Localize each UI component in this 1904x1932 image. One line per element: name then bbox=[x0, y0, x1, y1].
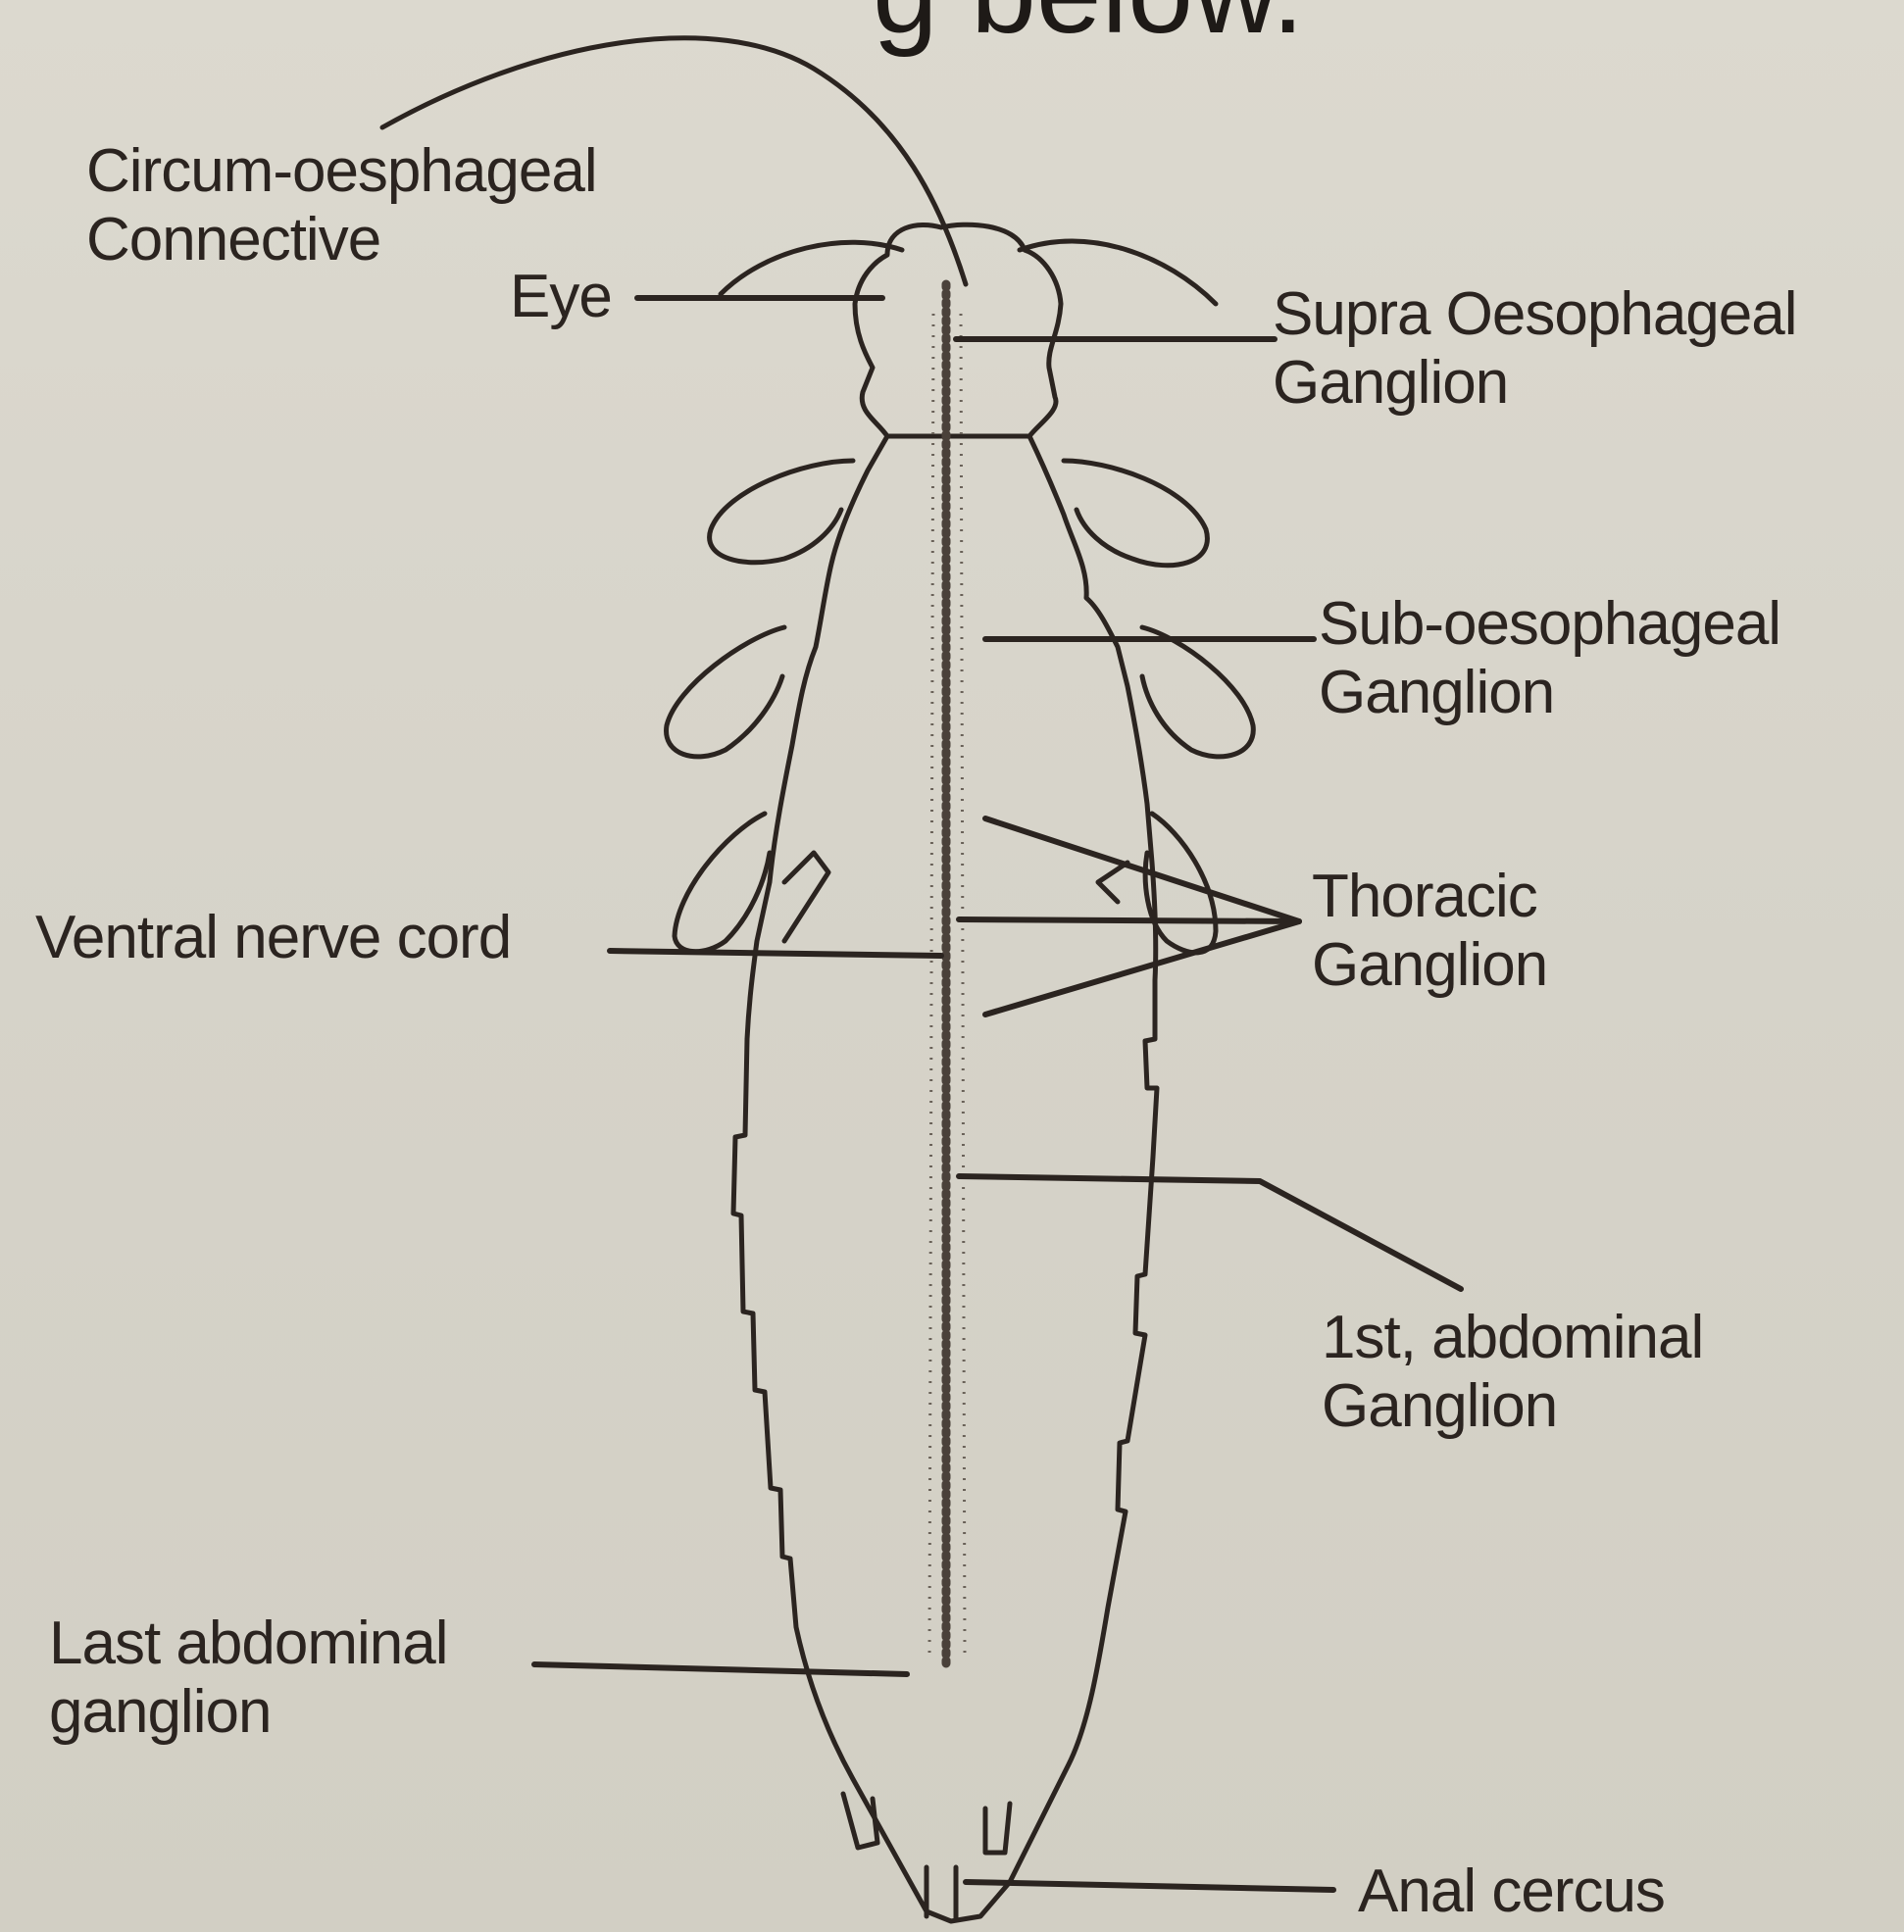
thoracic-leader-2 bbox=[959, 919, 1299, 921]
left-appendage-3 bbox=[675, 814, 770, 952]
last-abdominal-line2: ganglion bbox=[49, 1678, 448, 1747]
eye-label: Eye bbox=[510, 263, 612, 331]
anal-cercus-text: Anal cercus bbox=[1358, 1858, 1665, 1926]
first-abdominal-line1: 1st, abdominal bbox=[1322, 1304, 1703, 1372]
last-abdominal-leader bbox=[534, 1664, 907, 1674]
left-tail-cercus bbox=[843, 1794, 877, 1848]
thoracic-leader-3 bbox=[985, 921, 1299, 1015]
first-abdominal-line2: Ganglion bbox=[1322, 1372, 1703, 1441]
first-abdominal-ganglion-label: 1st, abdominal Ganglion bbox=[1322, 1304, 1703, 1441]
supra-oesophageal-line2: Ganglion bbox=[1273, 349, 1797, 418]
thoracic-line2: Ganglion bbox=[1312, 931, 1547, 1000]
supra-oesophageal-line1: Supra Oesophageal bbox=[1273, 280, 1797, 349]
right-tail-cercus bbox=[985, 1804, 1010, 1853]
circum-oesophageal-label: Circum-oesphageal Connective bbox=[86, 137, 597, 274]
eye-text: Eye bbox=[510, 263, 612, 331]
left-appendage-1 bbox=[710, 461, 853, 563]
anal-cercus-leader bbox=[966, 1882, 1333, 1890]
left-appendage-2 bbox=[667, 627, 784, 757]
sub-oesophageal-label: Sub-oesophageal Ganglion bbox=[1319, 590, 1780, 727]
left-leg-stub bbox=[784, 853, 828, 941]
thoracic-ganglion-label: Thoracic Ganglion bbox=[1312, 863, 1547, 1000]
right-leg-stub bbox=[1098, 863, 1127, 902]
right-appendage-2 bbox=[1142, 627, 1253, 757]
sub-oesophageal-line2: Ganglion bbox=[1319, 659, 1780, 727]
anal-cercus-label: Anal cercus bbox=[1358, 1858, 1665, 1926]
ventral-text: Ventral nerve cord bbox=[35, 904, 511, 972]
ventral-leader bbox=[610, 951, 941, 956]
left-antenna bbox=[721, 242, 902, 294]
supra-oesophageal-label: Supra Oesophageal Ganglion bbox=[1273, 280, 1797, 418]
right-appendage-1 bbox=[1064, 461, 1207, 566]
thoracic-line1: Thoracic bbox=[1312, 863, 1547, 931]
first-abdominal-leader bbox=[959, 1176, 1461, 1289]
last-abdominal-ganglion-label: Last abdominal ganglion bbox=[49, 1610, 448, 1747]
thoracic-leader-1 bbox=[985, 818, 1299, 921]
circum-oesophageal-line1: Circum-oesphageal bbox=[86, 137, 597, 206]
last-abdominal-line1: Last abdominal bbox=[49, 1610, 448, 1678]
ventral-nerve-cord-label: Ventral nerve cord bbox=[35, 904, 511, 972]
sub-oesophageal-line1: Sub-oesophageal bbox=[1319, 590, 1780, 659]
